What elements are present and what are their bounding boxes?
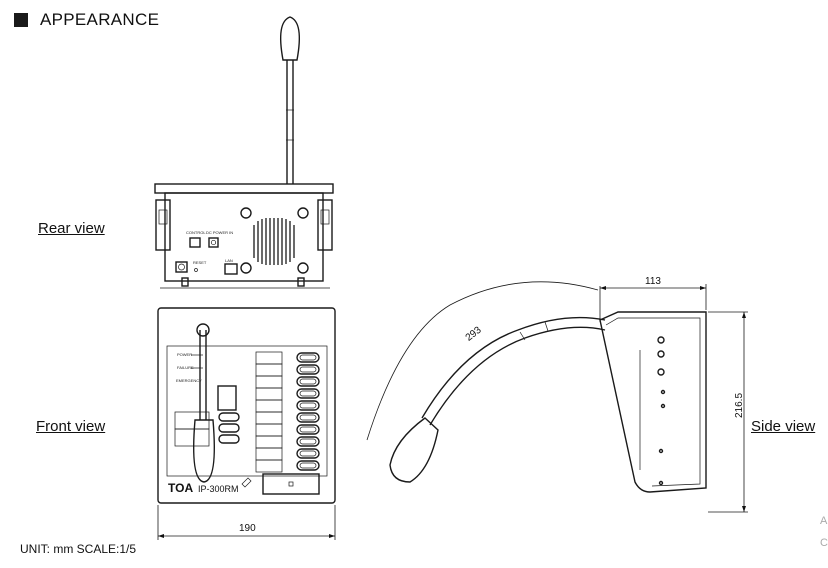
- gooseneck-dimension-arc: [366, 281, 599, 441]
- section-heading: APPEARANCE: [14, 10, 159, 30]
- side-view-drawing: 293 113 216.5: [366, 276, 748, 513]
- front-display-window: [262, 473, 320, 495]
- rear-body: [164, 192, 324, 282]
- rear-left-bracket: [155, 199, 171, 251]
- model-label: IP-300RM: [198, 484, 239, 494]
- side-knob: [657, 368, 665, 376]
- side-view-label: Side view: [751, 418, 816, 435]
- heading-square-icon: [14, 13, 28, 27]
- front-panel-area: [166, 345, 328, 477]
- rear-screw: [297, 207, 309, 219]
- rear-screw: [240, 262, 252, 274]
- side-mic-head: [389, 417, 439, 483]
- side-gooseneck-lower: [429, 326, 606, 426]
- rear-lan-label: LAN: [225, 258, 233, 263]
- emergency-label: EMERGENCY: [176, 378, 202, 383]
- side-body: [599, 311, 707, 493]
- control-terminal: [189, 237, 201, 248]
- rear-screw: [297, 262, 309, 274]
- front-body: [157, 307, 336, 504]
- rear-mic-head: [280, 16, 300, 61]
- width-dimension: 190: [239, 523, 256, 534]
- rear-foot: [297, 277, 305, 287]
- gooseneck-dimension: 293: [464, 324, 484, 343]
- rear-top-plate: [154, 183, 334, 194]
- rear-dc-power-label: DC POWER IN: [206, 230, 233, 235]
- front-view-drawing: POWER FAILURE EMERGENCY: [157, 307, 336, 540]
- selector-keys: [296, 352, 320, 471]
- selector-label-strip: [255, 351, 283, 473]
- edge-mark: C: [820, 537, 828, 549]
- speaker-grille: [253, 218, 295, 265]
- edge-mark: A: [820, 515, 828, 527]
- unit-scale-note: UNIT: mm SCALE:1/5: [20, 542, 137, 556]
- rear-right-bracket: [317, 199, 333, 251]
- height-dimension: 216.5: [734, 393, 745, 418]
- rear-control-label: CONTROL: [186, 230, 206, 235]
- reset-button: [194, 268, 198, 272]
- side-knob: [657, 350, 665, 358]
- rear-reset-label: RESET: [193, 260, 207, 265]
- front-mic-base: [196, 323, 210, 337]
- toa-logo: TOA: [168, 481, 193, 495]
- pen-icon: [241, 477, 252, 488]
- power-label: POWER: [177, 352, 192, 357]
- dc-power-jack: [208, 237, 219, 248]
- depth-dimension: 113: [645, 276, 661, 287]
- front-view-label: Front view: [36, 418, 106, 435]
- side-knob: [657, 336, 665, 344]
- rear-view-label: Rear view: [38, 220, 105, 237]
- rear-knob-port: [175, 261, 188, 273]
- emergency-button: [217, 385, 237, 411]
- front-mic-head: [193, 419, 215, 483]
- lan-port: [224, 263, 238, 275]
- rear-foot: [181, 277, 189, 287]
- rear-screw: [240, 207, 252, 219]
- side-gooseneck-upper: [421, 316, 606, 419]
- rear-view-drawing: CONTROL DC POWER IN LAN RESET: [154, 16, 334, 289]
- page-title: APPEARANCE: [40, 10, 160, 29]
- failure-label: FAILURE: [177, 365, 194, 370]
